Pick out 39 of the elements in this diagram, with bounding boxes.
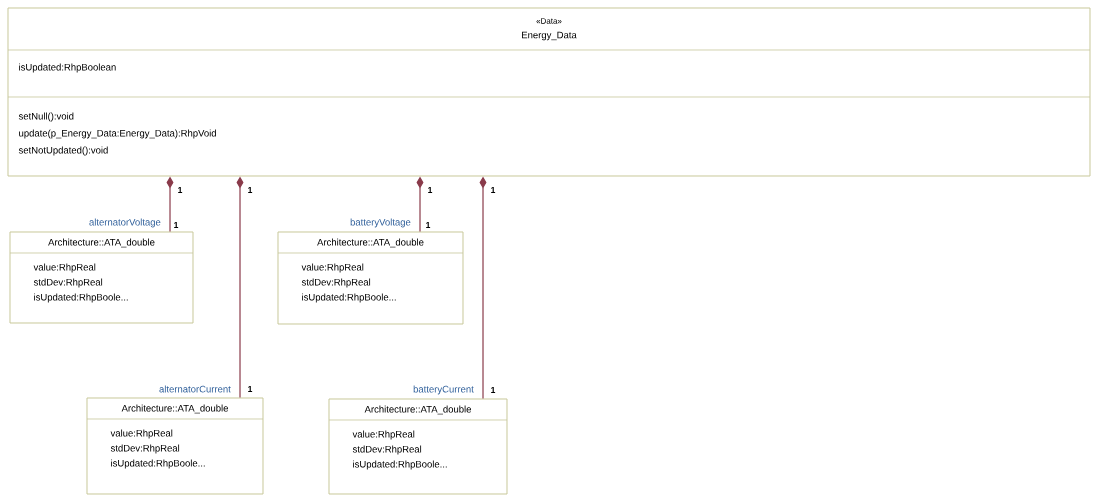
multiplicity: 1 [248, 386, 253, 392]
operation: update(p_Energy_Data:Energy_Data):RhpVoid [19, 129, 216, 139]
class-box [9, 231, 194, 324]
class-name: Architecture::ATA_double [364, 405, 471, 415]
attribute: isUpdated:RhpBoole... [302, 293, 396, 303]
attribute: value:RhpReal [33, 263, 96, 273]
attribute: isUpdated:RhpBoolean [19, 63, 116, 73]
class-box [328, 398, 508, 495]
operation: setNull():void [18, 112, 74, 122]
class-box [7, 7, 1091, 177]
multiplicity: 1 [426, 222, 431, 228]
role-name: batteryCurrent [413, 385, 474, 395]
attribute: stdDev:RhpReal [301, 278, 371, 288]
role-name: batteryVoltage [350, 218, 411, 228]
attribute: stdDev:RhpReal [33, 278, 103, 288]
class-box [277, 231, 464, 325]
class-name: Architecture::ATA_double [121, 404, 228, 414]
attribute: value:RhpReal [301, 263, 364, 273]
multiplicity: 1 [178, 187, 183, 193]
attribute: isUpdated:RhpBoole... [353, 460, 447, 470]
attribute: stdDev:RhpReal [110, 444, 180, 454]
role-name: alternatorVoltage [89, 218, 161, 228]
stereotype: «Data» [536, 18, 562, 24]
role-name: alternatorCurrent [159, 385, 231, 393]
operation: setNotUpdated():void [18, 146, 108, 156]
class-name: Architecture::ATA_double [317, 238, 424, 248]
attribute: value:RhpReal [110, 429, 173, 439]
multiplicity: 1 [248, 187, 253, 193]
multiplicity: 1 [491, 187, 496, 193]
attribute: stdDev:RhpReal [352, 445, 422, 455]
class-box [86, 397, 264, 495]
multiplicity: 1 [428, 187, 433, 193]
attribute: value:RhpReal [352, 430, 415, 440]
multiplicity: 1 [491, 387, 496, 393]
attribute: isUpdated:RhpBoole... [34, 293, 128, 303]
class-name: Architecture::ATA_double [48, 238, 155, 248]
attribute: isUpdated:RhpBoole... [111, 459, 205, 469]
class-name: Energy_Data [522, 31, 577, 41]
multiplicity: 1 [174, 222, 179, 228]
